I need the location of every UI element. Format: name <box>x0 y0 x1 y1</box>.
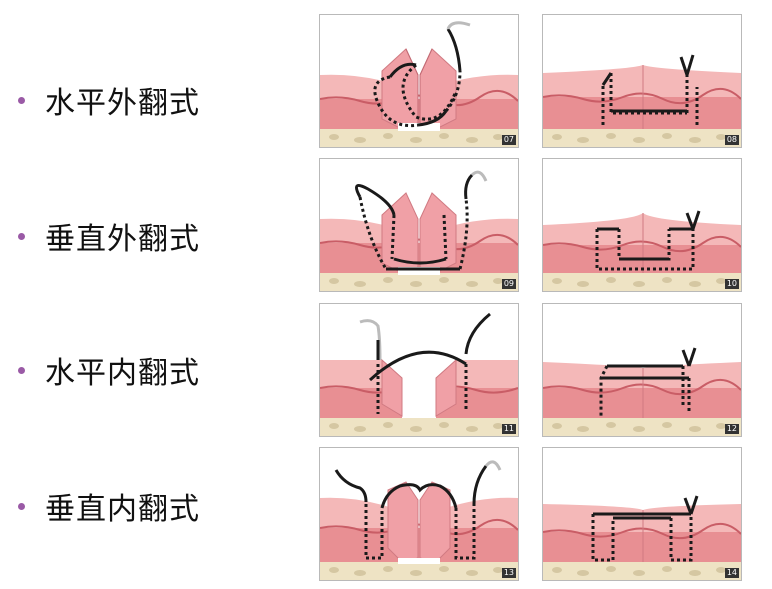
panel-number: 12 <box>724 424 739 434</box>
panel-number: 07 <box>501 135 516 145</box>
label-row-1: 水平外翻式 <box>18 80 200 121</box>
label-row-3: 水平内翻式 <box>18 350 200 391</box>
label-horizontal-everting: 水平外翻式 <box>45 86 200 121</box>
bullet-icon <box>18 232 25 240</box>
panel-09-illustration: 09 <box>319 158 519 292</box>
suture-diagram <box>543 304 741 436</box>
panel-number: 13 <box>501 568 516 578</box>
panel-07-illustration: 07 <box>319 14 519 148</box>
suture-diagram <box>543 159 741 291</box>
panel-number: 11 <box>501 424 516 434</box>
bullet-icon <box>18 366 25 374</box>
suture-diagram <box>320 15 518 147</box>
suture-diagram <box>543 15 741 147</box>
panel-08-illustration: 08 <box>542 14 742 148</box>
suture-diagram <box>320 304 518 436</box>
suture-diagram <box>320 448 518 580</box>
label-vertical-inverting: 垂直内翻式 <box>45 492 200 527</box>
panel-number: 09 <box>501 279 516 289</box>
panel-10-illustration: 10 <box>542 158 742 292</box>
bullet-icon <box>18 96 25 104</box>
panel-number: 10 <box>724 279 739 289</box>
panel-14-illustration: 14 <box>542 447 742 581</box>
label-row-2: 垂直外翻式 <box>18 216 200 257</box>
suture-diagram <box>320 159 518 291</box>
label-vertical-everting: 垂直外翻式 <box>45 222 200 257</box>
bullet-icon <box>18 502 25 510</box>
label-row-4: 垂直内翻式 <box>18 486 200 527</box>
panel-12-illustration: 12 <box>542 303 742 437</box>
panel-11-illustration: 11 <box>319 303 519 437</box>
suture-diagram <box>543 448 741 580</box>
panel-number: 08 <box>724 135 739 145</box>
panel-number: 14 <box>724 568 739 578</box>
label-horizontal-inverting: 水平内翻式 <box>45 356 200 391</box>
panel-13-illustration: 13 <box>319 447 519 581</box>
